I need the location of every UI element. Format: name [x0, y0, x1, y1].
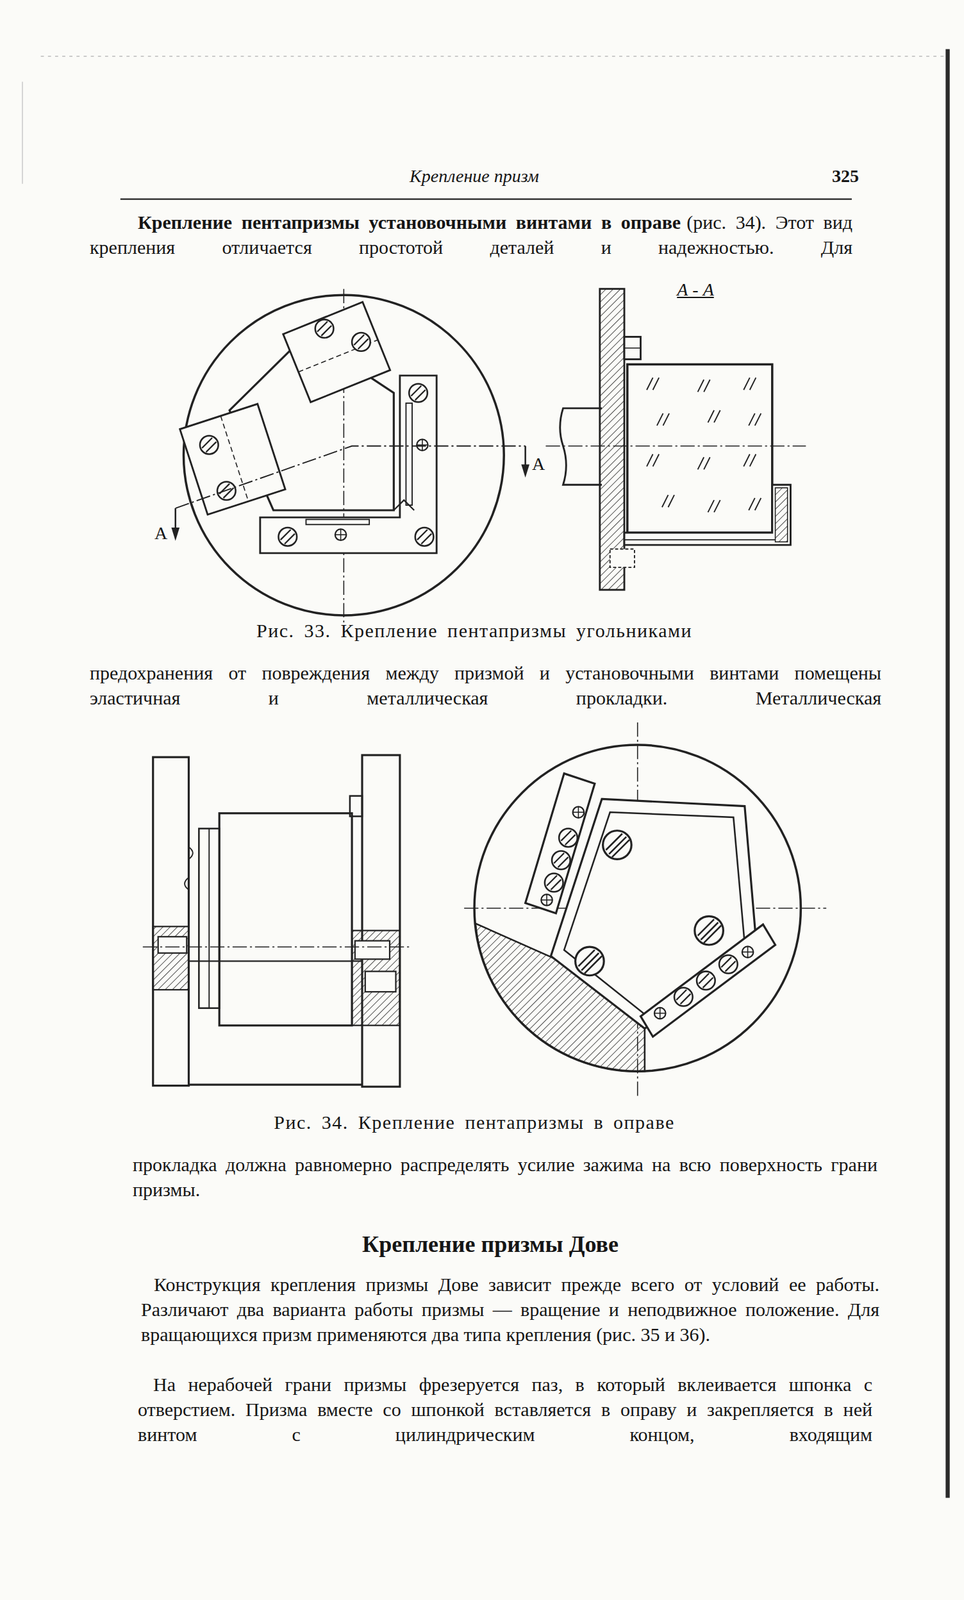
page-label: А - А	[653, 276, 738, 302]
figure-caption: Рис. 34. Крепление пентапризмы в оправе	[121, 1109, 827, 1135]
pentaprism-bracket-view	[171, 289, 530, 625]
header-rule	[120, 198, 852, 200]
pentaprism-mount-side-view	[142, 755, 411, 1087]
pentaprism-mount-front-view	[464, 722, 827, 1097]
section-heading: Крепление призмы Дове	[160, 1231, 821, 1257]
body-text: прокладка должна равномерно распределять…	[132, 1151, 878, 1202]
paragraph: Крепление пентапризмы установочными винт…	[89, 209, 853, 260]
page-edge	[22, 49, 950, 1498]
body-text: Конструкция крепления призмы Дове зависи…	[141, 1271, 880, 1347]
body-text: предохранения от повреждения между призм…	[89, 660, 882, 711]
page-label: А	[529, 451, 548, 477]
page-label: 325	[814, 163, 859, 189]
page-label: Крепление призм	[358, 163, 590, 189]
pentaprism-section	[545, 289, 806, 591]
body-text: На нерабочей грани призмы фрезеруется па…	[137, 1371, 873, 1447]
figure-caption: Рис. 33. Крепление пентапризмы угольника…	[121, 617, 827, 643]
bold-lead-in: Крепление пентапризмы установочными винт…	[137, 211, 681, 233]
page-label: А	[152, 520, 170, 546]
